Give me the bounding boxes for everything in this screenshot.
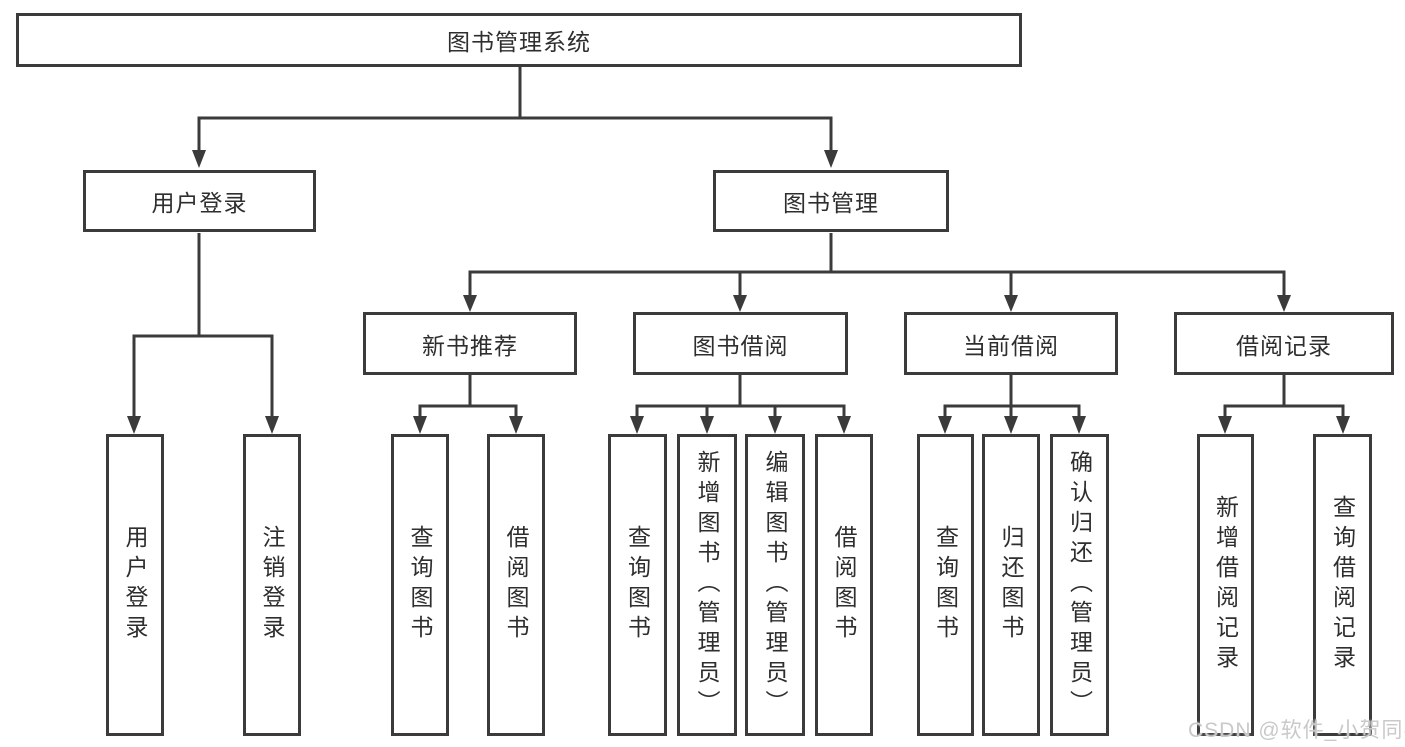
node-borrowing-records: 借阅记录 [1174, 312, 1394, 375]
leaf-add-borrow-record: 新增借阅记录 [1197, 434, 1254, 736]
leaf-query-books-borrowing: 查询图书 [608, 434, 667, 736]
node-library-management-system: 图书管理系统 [16, 13, 1022, 67]
leaf-edit-book-admin: 编辑图书（管理员） [745, 434, 805, 736]
leaf-confirm-return-admin: 确认归还（管理员） [1050, 434, 1109, 736]
watermark: CSDN @软件_小贺同学 [1188, 719, 1405, 742]
node-user-login: 用户登录 [83, 170, 316, 232]
leaf-logout: 注销登录 [243, 434, 301, 736]
leaf-borrow-books-borrowing: 借阅图书 [815, 434, 873, 736]
leaf-borrow-books-recommend: 借阅图书 [487, 434, 545, 736]
node-book-borrowing: 图书借阅 [633, 312, 848, 375]
leaf-query-borrow-record: 查询借阅记录 [1313, 434, 1372, 736]
node-current-borrowing: 当前借阅 [904, 312, 1118, 375]
node-book-management: 图书管理 [713, 170, 949, 232]
leaf-add-book-admin: 新增图书（管理员） [677, 434, 737, 736]
arrowheads [127, 150, 1350, 434]
leaf-query-books-recommend: 查询图书 [391, 434, 449, 736]
leaf-return-books: 归还图书 [982, 434, 1040, 736]
leaf-query-books-current: 查询图书 [917, 434, 974, 736]
node-new-book-recommendation: 新书推荐 [363, 312, 577, 375]
leaf-user-login: 用户登录 [106, 434, 164, 736]
